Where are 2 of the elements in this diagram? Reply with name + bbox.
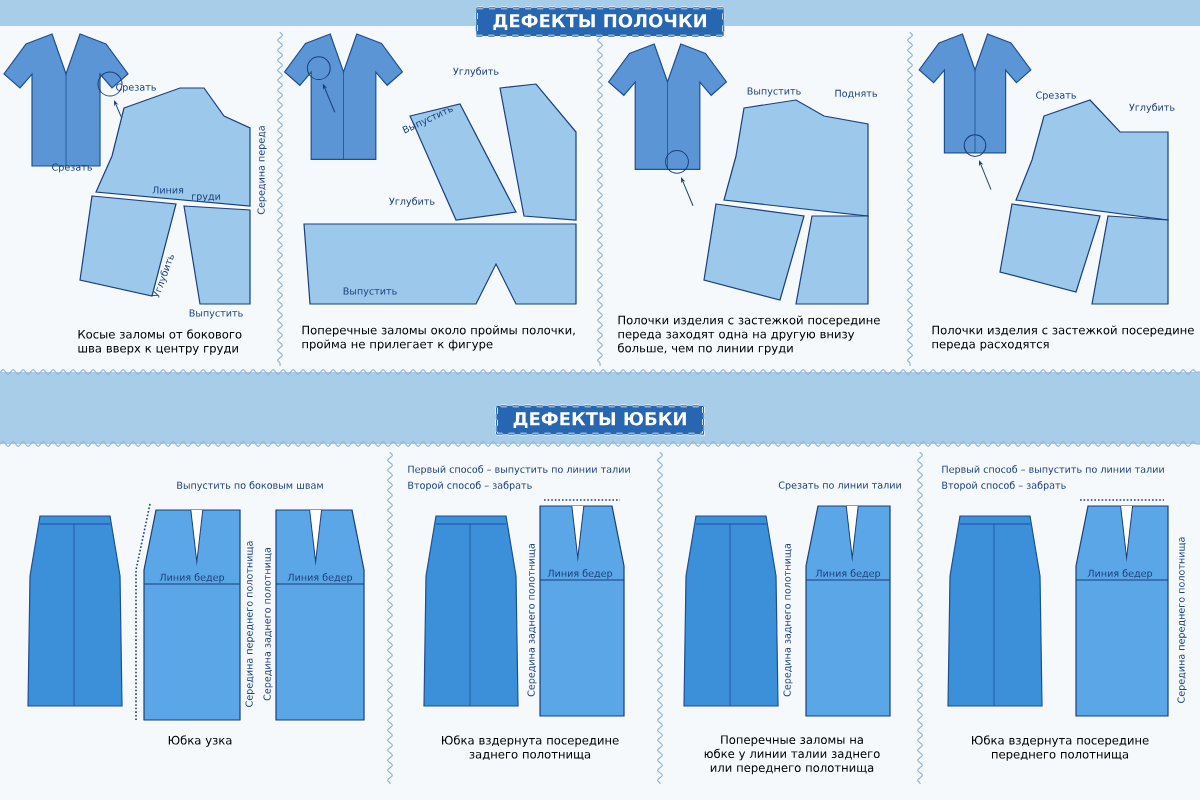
- section-banner: ДЕФЕКТЫ ПОЛОЧКИ: [474, 6, 726, 38]
- section-banner: ДЕФЕКТЫ ЮБКИ: [495, 404, 705, 436]
